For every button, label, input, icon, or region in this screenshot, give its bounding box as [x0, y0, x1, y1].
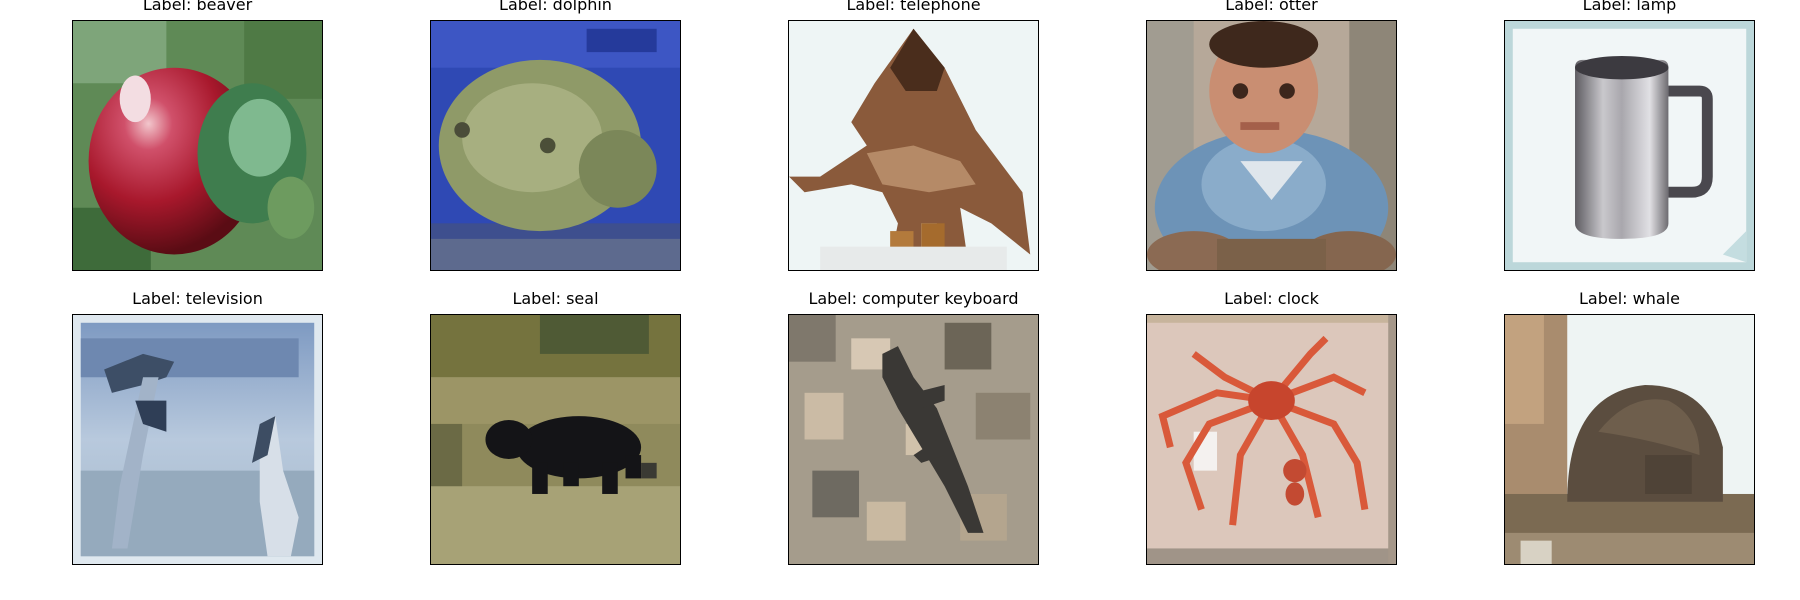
- image-mug: [1504, 20, 1755, 271]
- image-cell-7: Label: seal: [430, 290, 681, 565]
- image-cell-6: Label: television: [72, 290, 323, 565]
- image-porcupine: [1504, 314, 1755, 565]
- image-cell-4: Label: otter: [1146, 0, 1397, 271]
- image-title: Label: otter: [1225, 0, 1318, 14]
- image-dolphins: [72, 314, 323, 565]
- image-cell-1: Label: beaver: [72, 0, 323, 271]
- image-dinosaur: [788, 20, 1039, 271]
- image-title: Label: beaver: [142, 0, 253, 14]
- image-lizard: [788, 314, 1039, 565]
- image-title: Label: dolphin: [499, 0, 612, 14]
- image-title: Label: computer keyboard: [808, 289, 1019, 308]
- image-bear: [430, 314, 681, 565]
- image-title: Label: television: [132, 289, 263, 308]
- image-cell-8: Label: computer keyboard: [788, 290, 1039, 565]
- image-title: Label: telephone: [846, 0, 981, 14]
- image-crab: [1146, 314, 1397, 565]
- image-title: Label: seal: [512, 289, 599, 308]
- image-cell-3: Label: telephone: [788, 0, 1039, 271]
- image-title: Label: whale: [1579, 289, 1680, 308]
- image-fish: [430, 20, 681, 271]
- image-cell-2: Label: dolphin: [430, 0, 681, 271]
- image-baby: [1146, 20, 1397, 271]
- image-title: Label: clock: [1224, 289, 1319, 308]
- image-cell-10: Label: whale: [1504, 290, 1755, 565]
- image-cell-9: Label: clock: [1146, 290, 1397, 565]
- image-title: Label: lamp: [1582, 0, 1677, 14]
- image-cell-5: Label: lamp: [1504, 0, 1755, 271]
- image-apple: [72, 20, 323, 271]
